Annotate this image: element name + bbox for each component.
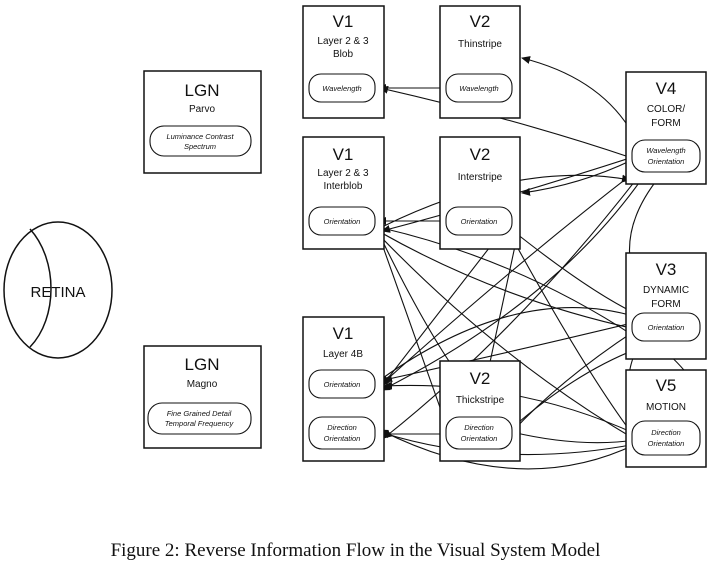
pill-label: Orientation bbox=[324, 380, 361, 389]
area-title: LGN bbox=[185, 355, 220, 374]
figure-caption: Figure 2: Reverse Information Flow in th… bbox=[110, 540, 601, 561]
retina-inner-arc bbox=[29, 228, 52, 348]
area-v2-interstripe: V2 Interstripe Orientation bbox=[439, 136, 521, 250]
area-v1-layer-4b: V1 Layer 4B Orientation Direction Orient… bbox=[302, 316, 385, 462]
connection-arrow bbox=[381, 169, 649, 391]
connection-arrow bbox=[509, 233, 641, 445]
pill-label: Orientation bbox=[648, 439, 685, 448]
area-subtitle: Interstripe bbox=[458, 172, 503, 183]
area-title: V1 bbox=[333, 324, 354, 343]
area-subtitle: Layer 2 & 3 bbox=[317, 36, 369, 47]
area-subtitle: COLOR/ bbox=[647, 104, 686, 115]
connection-arrow bbox=[379, 85, 633, 159]
area-v2-thinstripe: V2 Thinstripe Wavelength bbox=[439, 5, 521, 119]
area-v3: V3 DYNAMIC FORM Orientation bbox=[625, 252, 707, 360]
area-title: V4 bbox=[656, 79, 677, 98]
pill-label: Direction bbox=[464, 423, 494, 432]
area-subtitle: Parvo bbox=[189, 104, 216, 115]
connection-arrow bbox=[379, 429, 637, 470]
area-subtitle: FORM bbox=[651, 299, 680, 310]
pill-label: Orientation bbox=[648, 157, 685, 166]
pill-label: Wavelength bbox=[459, 84, 498, 93]
area-subtitle: MOTION bbox=[646, 402, 686, 413]
area-subtitle: DYNAMIC bbox=[643, 285, 689, 296]
area-v1-interblob: V1 Layer 2 & 3 Interblob Orientation bbox=[302, 136, 385, 250]
pill-label: Temporal Frequency bbox=[165, 419, 235, 428]
area-subtitle: Thinstripe bbox=[458, 39, 502, 50]
area-subtitle: Blob bbox=[333, 49, 353, 60]
area-v2-thickstripe: V2 Thickstripe Direction Orientation bbox=[439, 360, 521, 462]
area-v1-blob: V1 Layer 2 & 3 Blob Wavelength bbox=[302, 5, 385, 119]
pill-label: Fine Grained Detail bbox=[167, 409, 232, 418]
pill-label: Wavelength bbox=[646, 146, 685, 155]
connection-arrow bbox=[381, 233, 501, 387]
area-title: V5 bbox=[656, 376, 677, 395]
area-subtitle: Magno bbox=[187, 379, 218, 390]
area-subtitle: Layer 2 & 3 bbox=[317, 168, 369, 179]
area-v4: V4 COLOR/ FORM Wavelength Orientation bbox=[625, 71, 707, 185]
area-title: V3 bbox=[656, 260, 677, 279]
connection-arrow bbox=[521, 56, 641, 149]
pill-label: Orientation bbox=[324, 217, 361, 226]
retina-outer-ellipse bbox=[3, 221, 113, 359]
pill-label: Direction bbox=[651, 428, 681, 437]
pill-label: Direction bbox=[327, 423, 357, 432]
connection-arrow bbox=[381, 243, 450, 431]
retina-label: RETINA bbox=[30, 284, 85, 301]
area-title: V2 bbox=[470, 369, 491, 388]
connection-arrow bbox=[383, 171, 643, 439]
area-title: V2 bbox=[470, 145, 491, 164]
connection-arrow bbox=[381, 167, 641, 385]
connection-arrow bbox=[511, 429, 637, 444]
area-subtitle: FORM bbox=[651, 118, 680, 129]
connection-arrow bbox=[379, 307, 641, 381]
pill-label: Wavelength bbox=[322, 84, 361, 93]
area-title: V2 bbox=[470, 12, 491, 31]
connection-arrow bbox=[381, 227, 641, 341]
area-v5: V5 MOTION Direction Orientation bbox=[625, 369, 707, 468]
retina-node: RETINA bbox=[3, 221, 113, 359]
pill-label: Orientation bbox=[648, 323, 685, 332]
area-subtitle: Interblob bbox=[324, 181, 363, 192]
area-title: V1 bbox=[333, 12, 354, 31]
connection-arrow bbox=[379, 235, 637, 441]
pill-label: Orientation bbox=[461, 434, 498, 443]
area-subtitle: Thickstripe bbox=[456, 395, 505, 406]
pill-label: Spectrum bbox=[184, 142, 216, 151]
area-title: LGN bbox=[185, 81, 220, 100]
pill-label: Orientation bbox=[461, 217, 498, 226]
area-title: V1 bbox=[333, 145, 354, 164]
area-lgn-parvo: LGN Parvo Luminance Contrast Spectrum bbox=[143, 70, 262, 174]
area-lgn-magno: LGN Magno Fine Grained Detail Temporal F… bbox=[143, 345, 262, 449]
area-subtitle: Layer 4B bbox=[323, 349, 363, 360]
connection-arrow bbox=[383, 321, 637, 383]
pill-label: Orientation bbox=[324, 434, 361, 443]
connection-arrow bbox=[511, 329, 637, 433]
connection-arrow bbox=[521, 159, 633, 196]
pill-label: Luminance Contrast bbox=[166, 132, 234, 141]
